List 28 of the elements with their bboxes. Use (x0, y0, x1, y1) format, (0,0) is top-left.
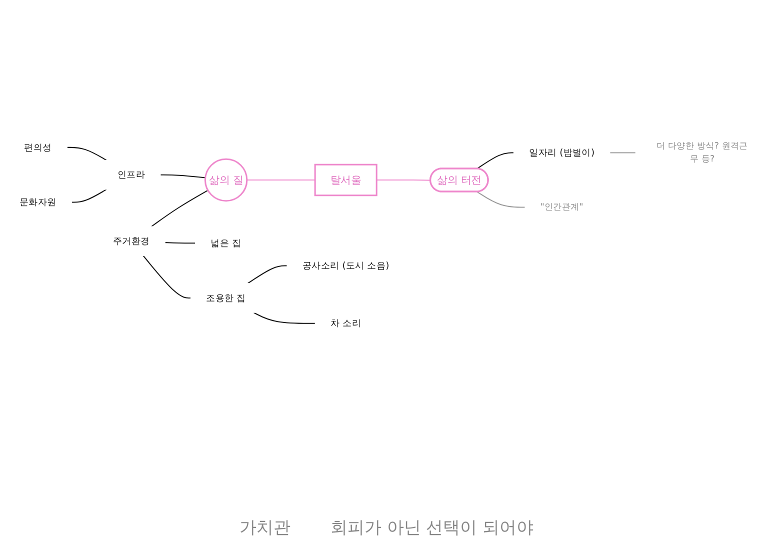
node-text: 조용한 집 (206, 292, 246, 304)
node-text: 주거환경 (112, 236, 150, 246)
node-text: 차 소리 (330, 318, 362, 329)
node-text: 문화자원 (19, 196, 56, 208)
connector (610, 152, 636, 154)
connector (476, 152, 514, 170)
connector (476, 191, 525, 208)
connector (246, 179, 316, 180)
node-text: 더 다양한 방식? 원격근무 등? (656, 140, 748, 164)
node-text: 인프라 (117, 169, 146, 180)
note-text: 회피가 아닌 선택이 되어야 (330, 517, 534, 539)
node-circle: 삶의 질 (204, 158, 248, 202)
connector (151, 190, 208, 227)
node-text: 편의성 (24, 142, 52, 153)
connector (165, 242, 196, 244)
node-text: 일자리 (밥벌이) (529, 147, 595, 158)
connector (72, 189, 107, 203)
note-text: 가치관 (239, 517, 290, 539)
connector (376, 179, 431, 181)
node-text: "인간관계" (540, 202, 584, 212)
node-box: 탈서울 (314, 164, 378, 196)
connector (142, 255, 191, 298)
connector (67, 146, 107, 161)
connector (160, 174, 206, 178)
connector (248, 265, 287, 284)
connector (253, 312, 316, 324)
node-text: 넓은 집 (210, 238, 242, 248)
node-text: 공사소리 (도시 소음) (302, 260, 390, 272)
